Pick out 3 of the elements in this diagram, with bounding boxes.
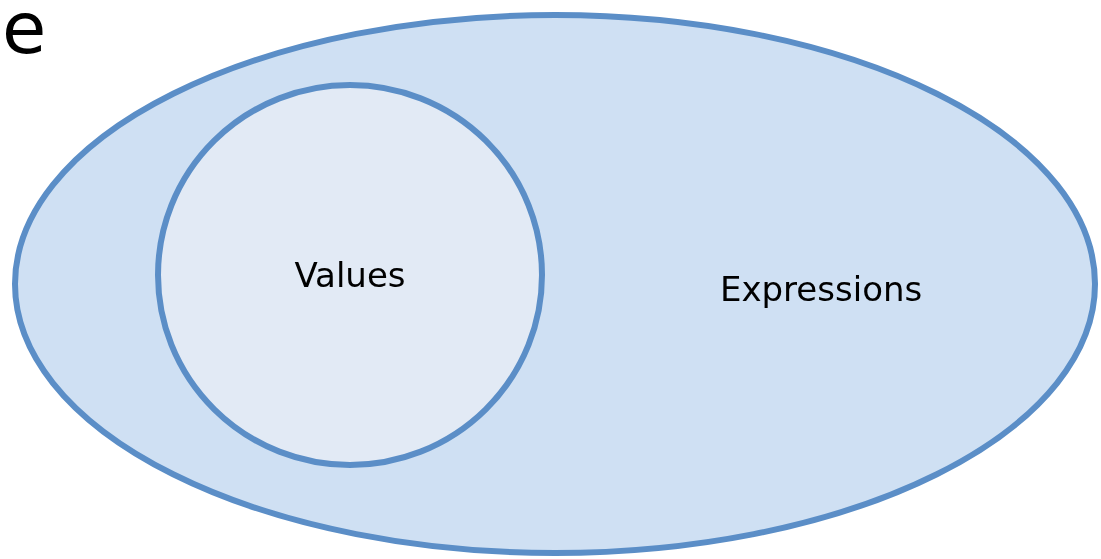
set-label: Expressions <box>719 269 923 310</box>
set-label: Values <box>294 255 406 295</box>
heading-fragment: e <box>2 0 47 64</box>
